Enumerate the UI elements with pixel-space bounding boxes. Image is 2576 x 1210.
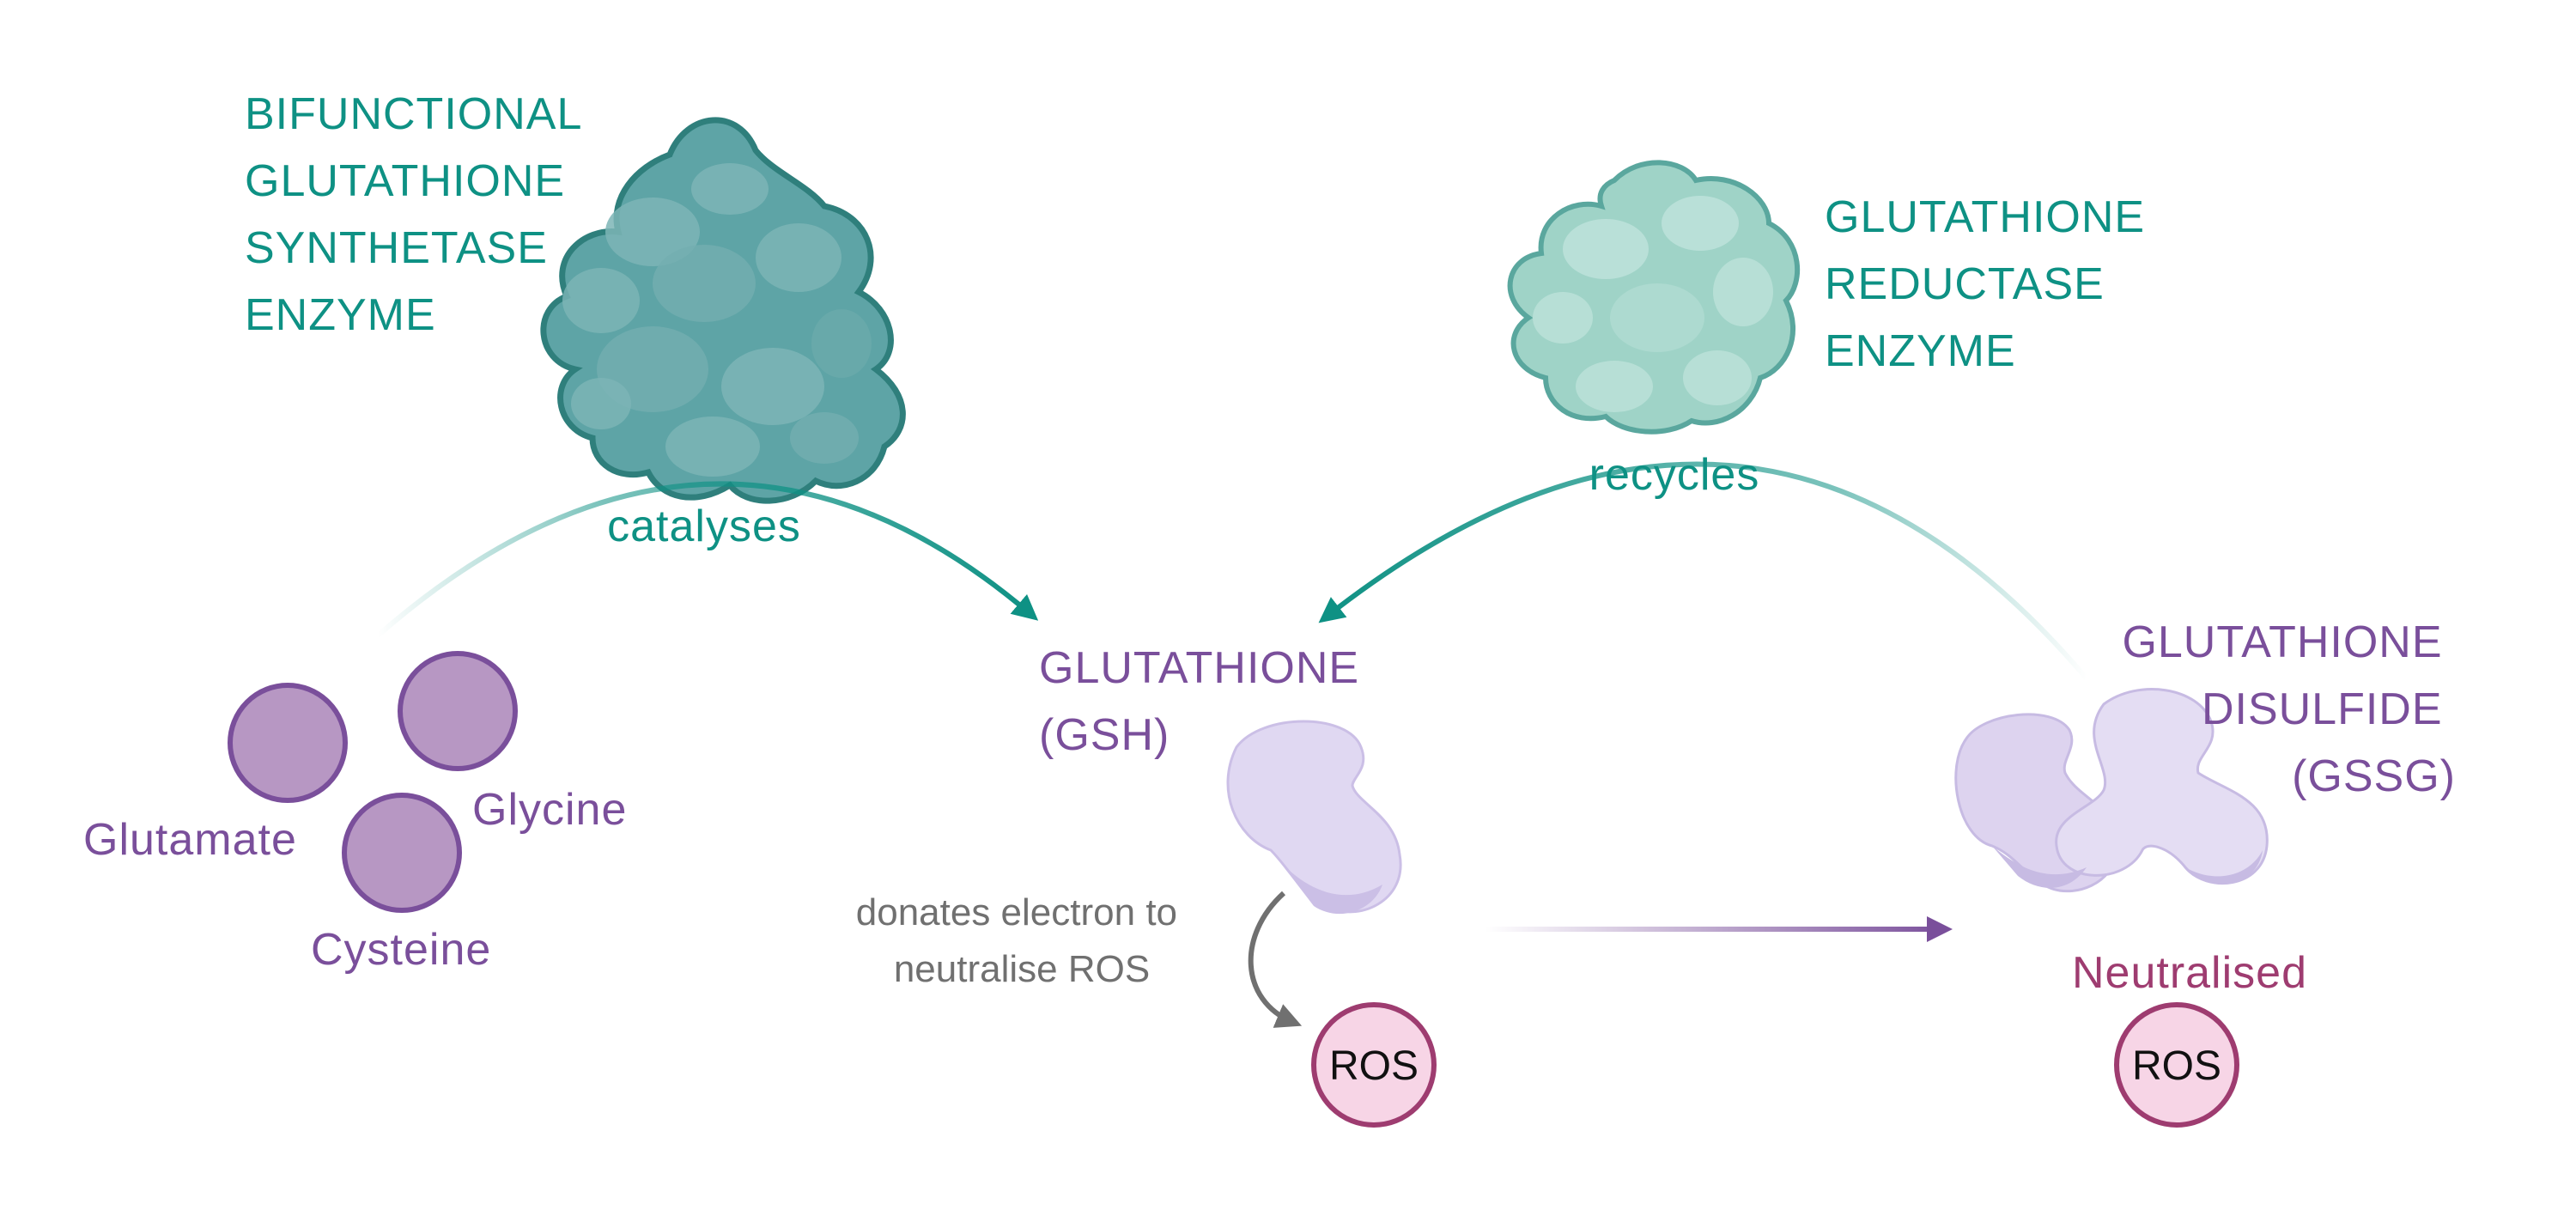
gsh-label: GLUTATHIONE (GSH): [1039, 643, 1373, 760]
gssg-molecule: [1954, 688, 2269, 893]
ros-label: ROS: [1329, 1043, 1419, 1089]
recycles-arrow: [1318, 461, 2089, 680]
synthetase-enzyme-illustration: [540, 117, 906, 504]
catalyses-arrow: [376, 481, 1039, 638]
ros-circle: [1311, 1002, 1437, 1128]
gssg-label: GLUTATHIONE DISULFIDE (GSSG): [2122, 617, 2456, 801]
reductase-enzyme-illustration: [1507, 160, 1801, 435]
glycine-circle: [398, 651, 518, 771]
glycine-label: Glycine: [472, 785, 627, 835]
glutamate-label: Glutamate: [83, 815, 297, 865]
amino-acid-group: [228, 651, 518, 913]
gsh-molecule-shade: [1271, 850, 1382, 915]
donate-electron-arrow: [1248, 891, 1303, 1028]
synthetase-label: BIFUNCTIONAL GLUTATHIONE SYNTHETASE ENZY…: [245, 89, 594, 340]
glutamate-circle: [228, 683, 348, 803]
recycles-label: recycles: [1589, 450, 1760, 500]
reductase-label: GLUTATHIONE REDUCTASE ENZYME: [1825, 192, 2159, 376]
neutralised-ros-label: ROS: [2132, 1043, 2221, 1089]
catalyses-label: catalyses: [607, 502, 801, 551]
gsh-molecule: [1226, 720, 1402, 914]
gsh-note: donates electron to neutralise ROS: [856, 891, 1188, 990]
cysteine-circle: [342, 793, 462, 913]
neutralised-ros-circle: [2114, 1002, 2239, 1128]
cysteine-label: Cysteine: [311, 925, 491, 975]
neutralised-label: Neutralised: [2072, 948, 2307, 998]
